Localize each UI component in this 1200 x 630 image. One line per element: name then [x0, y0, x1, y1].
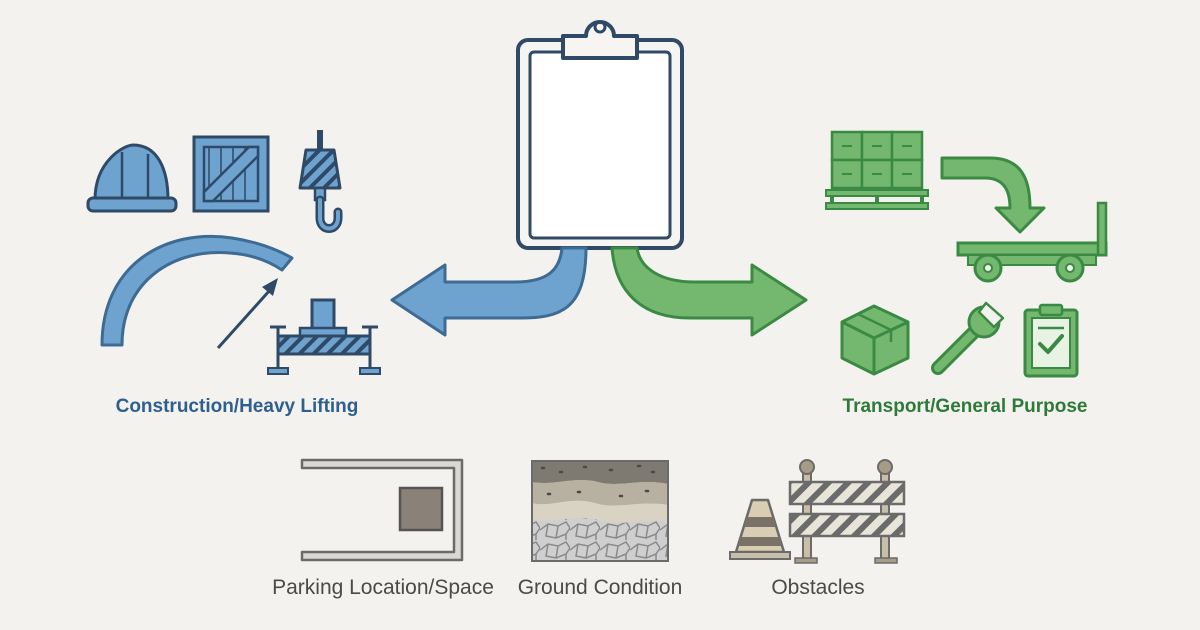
- left-category-label: Construction/Heavy Lifting: [116, 396, 359, 417]
- ground-label: Ground Condition: [518, 576, 683, 599]
- barricade-icon: [788, 459, 906, 564]
- ground-layers-icon: [531, 460, 669, 562]
- checklist-clipboard-icon: [1023, 303, 1079, 378]
- crate-icon: [192, 135, 270, 213]
- crane-hook-icon: [298, 130, 343, 233]
- left-branch-arrow: [390, 246, 588, 337]
- clipboard-icon: [516, 20, 684, 250]
- wrench-icon: [931, 301, 1005, 375]
- hard-hat-icon: [86, 143, 178, 213]
- right-branch-arrow: [610, 246, 808, 337]
- outrigger-stand-icon: [267, 298, 381, 375]
- traffic-cone-icon: [729, 498, 791, 560]
- curved-down-arrow: [940, 156, 1046, 234]
- obstacles-label: Obstacles: [771, 576, 864, 599]
- curved-boom-arc-icon: [100, 234, 294, 350]
- parking-label: Parking Location/Space: [272, 576, 494, 599]
- right-category-label: Transport/General Purpose: [843, 396, 1088, 417]
- package-box-icon: [840, 304, 910, 376]
- parking-space-icon: [300, 458, 464, 562]
- pallet-boxes-icon: [825, 130, 929, 210]
- flatbed-trailer-icon: [956, 201, 1108, 283]
